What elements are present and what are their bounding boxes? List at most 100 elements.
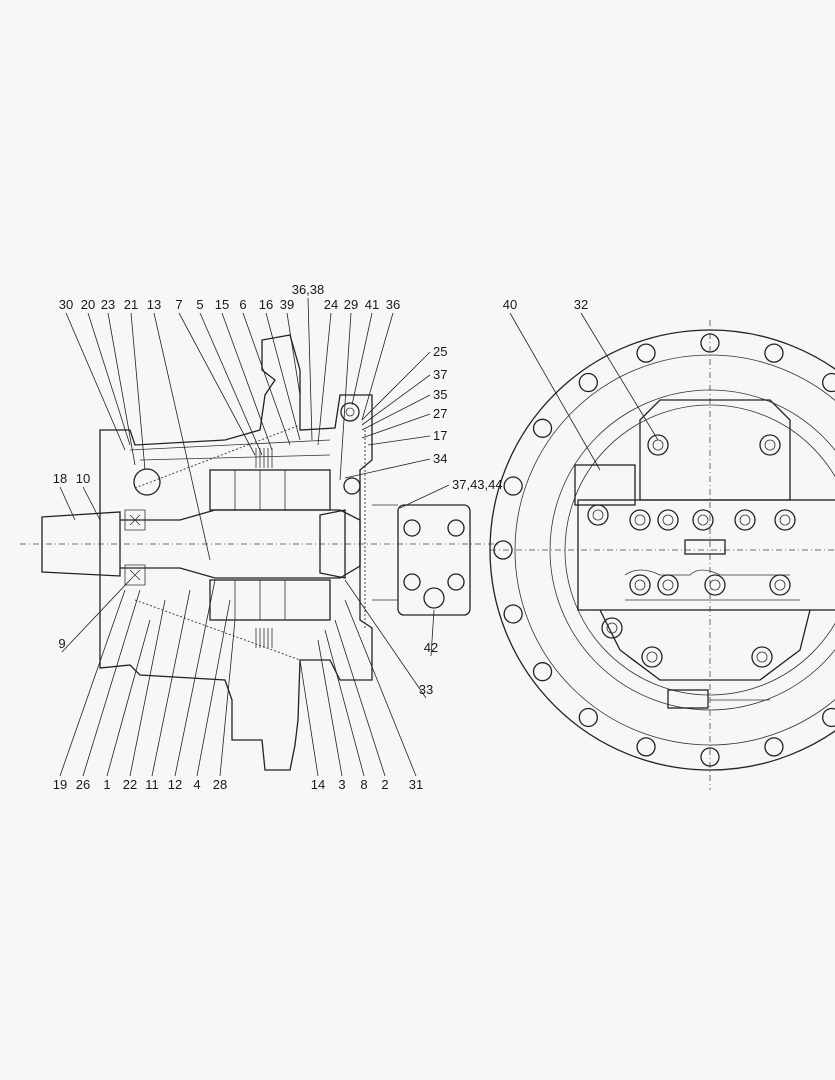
leader-line-3 bbox=[317, 639, 343, 777]
callout-label-35: 35 bbox=[433, 387, 447, 402]
leader-line-30 bbox=[65, 312, 126, 451]
callout-label-6: 6 bbox=[239, 297, 246, 312]
leader-line-17 bbox=[367, 435, 431, 446]
callout-label-34: 34 bbox=[433, 451, 447, 466]
leader-line-25 bbox=[361, 351, 431, 421]
bolt-hole bbox=[503, 604, 523, 624]
bolt-hole bbox=[532, 418, 553, 438]
leader-line-9 bbox=[61, 579, 131, 653]
leader-line-15 bbox=[221, 312, 273, 451]
hex-bolt bbox=[692, 509, 714, 531]
callout-label-22: 22 bbox=[123, 777, 137, 792]
hex-bolt bbox=[751, 646, 773, 668]
hex-bolt bbox=[641, 646, 663, 668]
port-block bbox=[397, 504, 471, 616]
nameplate-upper bbox=[684, 539, 726, 555]
callout-label-23: 23 bbox=[101, 297, 115, 312]
hex-bolt bbox=[759, 434, 781, 456]
callout-label-18: 18 bbox=[53, 471, 67, 486]
leader-line-40 bbox=[509, 312, 601, 471]
callout-label-20: 20 bbox=[81, 297, 95, 312]
callout-label-10: 10 bbox=[76, 471, 90, 486]
leader-line-27 bbox=[361, 413, 431, 439]
hex-bolt bbox=[734, 509, 756, 531]
callout-label-21: 21 bbox=[124, 297, 138, 312]
hex-bolt bbox=[629, 509, 651, 531]
bolt-hole bbox=[764, 737, 784, 757]
bolt-hole bbox=[764, 343, 784, 363]
callout-label-11: 11 bbox=[145, 777, 159, 792]
hex-bolt bbox=[629, 574, 651, 596]
callout-label-17: 17 bbox=[433, 428, 447, 443]
callout-label-1: 1 bbox=[103, 777, 110, 792]
callout-label-24: 24 bbox=[324, 297, 338, 312]
leader-line-31 bbox=[344, 599, 417, 777]
leader-line-12 bbox=[174, 579, 216, 777]
leader-line-16 bbox=[265, 312, 301, 441]
callout-label-7: 7 bbox=[175, 297, 182, 312]
leader-line-24 bbox=[317, 312, 332, 446]
callout-label-36: 36 bbox=[386, 297, 400, 312]
output-shaft-end bbox=[41, 511, 121, 577]
leader-line-36 bbox=[361, 312, 394, 421]
right-end-view bbox=[489, 320, 835, 790]
bearing-lower bbox=[124, 564, 146, 586]
cover-bolts bbox=[587, 434, 796, 668]
leader-line-6 bbox=[242, 312, 291, 446]
hex-bolt bbox=[769, 574, 791, 596]
callout-label-16: 16 bbox=[259, 297, 273, 312]
leader-line-39 bbox=[286, 312, 301, 396]
leader-line-37 bbox=[361, 374, 431, 426]
leader-line-19 bbox=[59, 589, 126, 777]
callout-label-40: 40 bbox=[503, 297, 517, 312]
leader-line-32 bbox=[580, 312, 659, 441]
callout-label-19: 19 bbox=[53, 777, 67, 792]
leader-line-26 bbox=[82, 589, 141, 777]
hex-bolt bbox=[704, 574, 726, 596]
callout-label-39: 39 bbox=[280, 297, 294, 312]
cylinder-block-lower bbox=[209, 579, 331, 621]
leader-line-41 bbox=[351, 312, 373, 406]
leader-line-4 bbox=[196, 599, 231, 777]
nameplate-lower bbox=[667, 689, 709, 709]
leader-line-28 bbox=[219, 619, 236, 777]
hex-bolt bbox=[601, 617, 623, 639]
leader-line-35 bbox=[361, 394, 431, 431]
leader-line-33 bbox=[344, 579, 427, 699]
bolt-hole bbox=[822, 372, 835, 393]
callout-leaders bbox=[59, 297, 659, 777]
callout-label-30: 30 bbox=[59, 297, 73, 312]
bolt-hole bbox=[636, 343, 656, 363]
leader-line-8 bbox=[324, 629, 365, 777]
callout-label-32: 32 bbox=[574, 297, 588, 312]
leader-line-34 bbox=[344, 458, 431, 479]
callout-label-2: 2 bbox=[381, 777, 388, 792]
bolt-hole bbox=[503, 476, 523, 496]
leader-line-18 bbox=[59, 486, 76, 521]
bolt-hole bbox=[636, 737, 656, 757]
callout-label-25: 25 bbox=[433, 344, 447, 359]
callout-label-14: 14 bbox=[311, 777, 325, 792]
hex-bolt bbox=[774, 509, 796, 531]
leader-line-5 bbox=[199, 312, 263, 456]
bolt-hole bbox=[532, 662, 553, 682]
leader-line-14 bbox=[299, 659, 319, 777]
callout-label-8: 8 bbox=[360, 777, 367, 792]
leader-line-42 bbox=[430, 609, 435, 657]
left-sectional-view bbox=[20, 334, 500, 771]
leader-line-2 bbox=[334, 619, 386, 777]
leader-line-7 bbox=[178, 312, 256, 456]
hex-bolt bbox=[647, 434, 669, 456]
hex-bolt bbox=[657, 509, 679, 531]
leader-line-10 bbox=[82, 486, 101, 521]
lower-casing bbox=[599, 609, 811, 681]
leader-line-11 bbox=[151, 589, 191, 777]
leader-line-20 bbox=[87, 312, 131, 446]
callout-label-12: 12 bbox=[168, 777, 182, 792]
leader-line-21 bbox=[130, 312, 146, 471]
callout-label-31: 31 bbox=[409, 777, 423, 792]
callout-label-37-43-44: 37,43,44 bbox=[452, 477, 503, 492]
